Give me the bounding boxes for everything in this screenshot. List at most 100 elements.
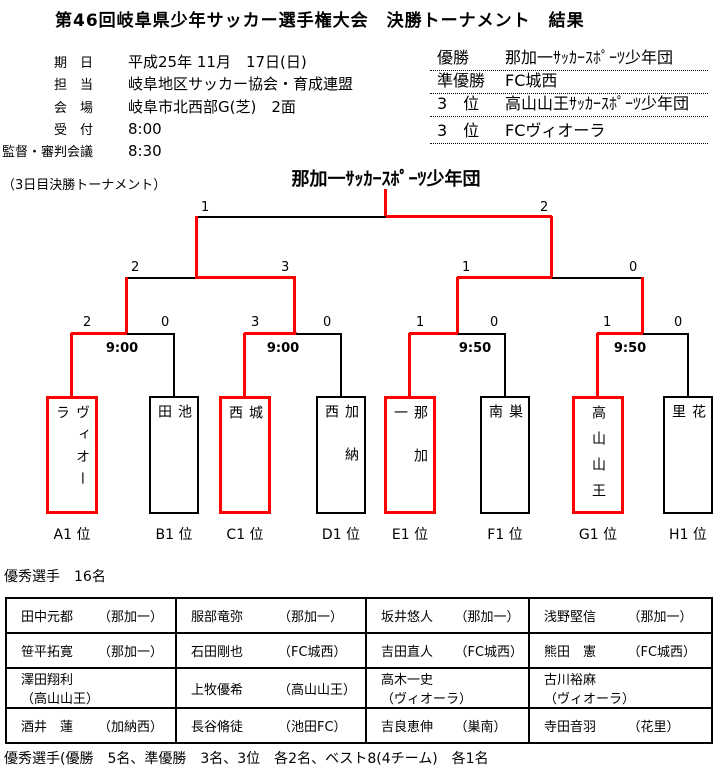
- player-name: 寺田音羽: [544, 720, 597, 735]
- qf3-up-line: [456, 277, 459, 334]
- result-label: 準優勝: [437, 71, 486, 90]
- qf4-line-left: [597, 332, 644, 335]
- player-team: （FC城西）: [278, 645, 347, 660]
- info-label-venue: 会 場: [53, 101, 93, 116]
- qf2-time: 9:00: [266, 341, 300, 356]
- seed-label-c1: C1 位: [226, 527, 264, 543]
- table-row: 田中元都（那加一） 服部竜弥 （那加一） 坂井悠人 （那加一） 浅野堅信 （那加一）: [5, 597, 713, 634]
- seed-label-e1: E1 位: [391, 527, 429, 543]
- player-team: （加納西）: [98, 720, 164, 735]
- team-box-viola: ヴィオーラ: [46, 396, 98, 514]
- player-name: 吉田直人: [381, 645, 434, 660]
- qf1-time: 9:00: [105, 341, 139, 356]
- final-left-score: 1: [201, 200, 210, 215]
- table-row: 澤田翔利 （高山山王） 上牧優希 （高山山王） 高木一史（ヴィオーラ） 古川裕麻 （ヴ…: [5, 667, 713, 709]
- player-cell: 高木一史（ヴィオーラ）: [365, 667, 530, 709]
- player-cell: 寺田音羽（花里）: [528, 707, 713, 744]
- result-label: 3 位: [437, 94, 480, 113]
- team-name: 巣南: [487, 404, 523, 490]
- player-team: （高山山王）: [278, 682, 357, 698]
- player-name: 長谷脩徒: [191, 720, 244, 735]
- player-cell: 長谷脩徒（池田FC）: [175, 707, 367, 744]
- player-name: 石田剛也: [191, 645, 244, 660]
- semi-right-score-r: 0: [629, 260, 638, 275]
- team-box-ikeda: 池田: [149, 396, 199, 514]
- team-box-kanonishi: 加納西: [316, 396, 366, 514]
- awards-footnote: 優秀選手(優勝 5名、準優勝 3名、3位 各2名、ベスト8(4チーム) 各1名: [4, 751, 489, 767]
- result-label: 優勝: [437, 48, 470, 67]
- semi-left-score-r: 3: [281, 260, 290, 275]
- qf2-up-line: [293, 277, 296, 334]
- qf3-time: 9:50: [458, 341, 492, 356]
- info-label-meeting: 監督・審判会議: [1, 145, 93, 160]
- qf3-score-l: 1: [416, 315, 425, 330]
- final-right-drop-line: [550, 216, 553, 278]
- player-name: 上牧優希: [191, 682, 244, 698]
- result-label: 3 位: [437, 121, 480, 140]
- player-cell: 澤田翔利 （高山山王）: [5, 667, 177, 709]
- team-name: 那加一: [392, 405, 428, 491]
- team-a-line: [70, 333, 73, 396]
- result-row-third-a: 3 位 高山山王ｻｯｶｰｽﾎﾟｰﾂ少年団: [430, 93, 708, 117]
- player-name: 吉良恵伸: [381, 720, 434, 735]
- seed-label-a1: A1 位: [53, 527, 91, 543]
- player-team: （那加一）: [98, 645, 164, 660]
- player-team: （那加一）: [627, 610, 693, 625]
- info-label-charge: 担 当: [53, 78, 93, 93]
- info-label-date: 期 日: [53, 56, 93, 71]
- champion-name: 那加一ｻｯｶｰｽﾎﾟｰﾂ少年団: [291, 169, 481, 190]
- semi-right-score-l: 1: [462, 260, 471, 275]
- qf3-score-r: 0: [490, 315, 499, 330]
- players-heading: 優秀選手 16名: [4, 569, 106, 585]
- qf4-time: 9:50: [613, 341, 647, 356]
- team-h-line: [687, 333, 689, 396]
- player-team: （那加一）: [278, 610, 344, 625]
- player-team: （ヴィオーラ）: [544, 692, 636, 707]
- info-value-charge: 岐阜地区サッカー協会・育成連盟: [128, 75, 354, 93]
- qf2-score-r: 0: [323, 315, 332, 330]
- player-cell: 吉田直人 （FC城西）: [365, 632, 530, 669]
- player-team: （高山山王）: [21, 692, 100, 707]
- seed-label-b1: B1 位: [155, 527, 193, 543]
- player-cell: 酒井 蓮 （加納西）: [5, 707, 177, 744]
- player-name: 古川裕麻: [544, 673, 597, 688]
- qf2-line-left: [244, 332, 297, 335]
- player-name: 澤田翔利: [21, 673, 74, 688]
- semi-left-score-l: 2: [131, 260, 140, 275]
- table-row: 酒井 蓮（加納西） 長谷脩徒（池田FC） 吉良恵伸（巣南） 寺田音羽（花里）: [5, 707, 713, 744]
- player-name: 坂井悠人: [381, 610, 434, 625]
- team-e-line: [408, 333, 411, 396]
- team-f-line: [504, 333, 506, 396]
- seed-label-h1: H1 位: [669, 527, 707, 543]
- seed-label-g1: G1 位: [578, 527, 618, 543]
- team-name: ヴィオーラ: [54, 405, 90, 493]
- qf4-line-right: [643, 333, 689, 335]
- info-value-venue: 岐阜市北西部G(芝) 2面: [128, 98, 296, 116]
- player-name: 服部竜弥: [191, 610, 244, 625]
- player-team: （那加一）: [98, 610, 164, 625]
- final-line-left: [196, 216, 386, 218]
- player-name: 酒井 蓮: [21, 720, 74, 735]
- info-label-reception: 受 付: [53, 123, 93, 138]
- team-c-line: [243, 333, 246, 396]
- semi-right-line-right: [552, 277, 644, 279]
- result-value: FC城西: [505, 71, 558, 90]
- players-table: 田中元都（那加一） 服部竜弥（那加一） 坂井悠人（那加一） 浅野堅信（那加一） …: [5, 597, 713, 744]
- player-cell: 古川裕麻 （ヴィオーラ）: [528, 667, 713, 709]
- final-line-right: [386, 215, 552, 218]
- player-name: 浅野堅信: [544, 610, 597, 625]
- team-name: 城西: [227, 405, 263, 491]
- team-box-josei: 城西: [219, 396, 271, 514]
- qf3-line-left: [409, 332, 459, 335]
- player-cell: 石田剛也 （FC城西）: [175, 632, 367, 669]
- champion-connector-line: [384, 189, 387, 216]
- player-cell: 服部竜弥 （那加一）: [175, 597, 367, 634]
- result-value: FCヴィオーラ: [505, 121, 606, 140]
- player-cell: 田中元都（那加一）: [5, 597, 177, 634]
- player-team: （FC城西）: [627, 645, 697, 660]
- result-value: 高山山王ｻｯｶｰｽﾎﾟｰﾂ少年団: [505, 94, 690, 113]
- info-value-meeting: 8:30: [128, 142, 162, 160]
- player-team: （FC城西）: [454, 645, 524, 660]
- seed-label-d1: D1 位: [321, 527, 361, 543]
- team-d-line: [340, 333, 342, 396]
